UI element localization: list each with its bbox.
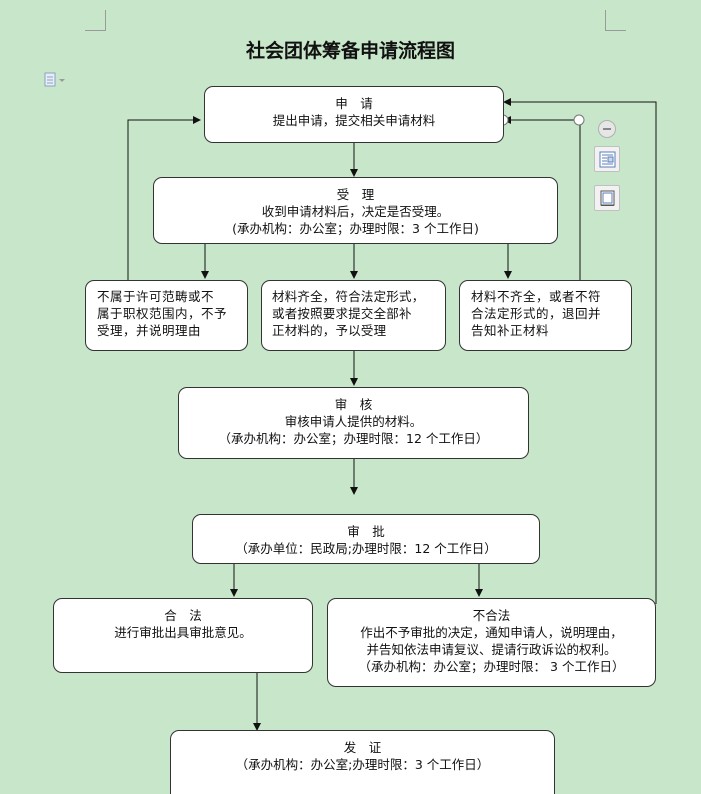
- node-text: 进行审批出具审批意见。: [114, 625, 252, 640]
- node-incomplete[interactable]: 材料不齐全，或者不符 合法定形式的，退回并 告知补正材料: [459, 280, 632, 351]
- node-text-line: 作出不予审批的决定，通知申请人，说明理由，: [360, 625, 623, 640]
- node-heading: 申 请: [335, 96, 373, 111]
- node-text-line: 材料不齐全，或者不符: [471, 289, 602, 304]
- node-text-line: 并告知依法申请复议、提请行政诉讼的权利。: [366, 642, 617, 657]
- node-note: （承办机构：办公室；办理时限：12 个工作日）: [218, 431, 489, 446]
- node-text-line: 材料齐全，符合法定形式，: [272, 289, 425, 304]
- node-note: （承办机构：办公室;办理时限：3 个工作日）: [235, 757, 490, 772]
- minus-circle-icon[interactable]: [598, 120, 616, 138]
- page-corner-mark-top-left: [85, 10, 106, 31]
- node-text-line: 正材料的，予以受理: [272, 323, 387, 338]
- node-certificate[interactable]: 发 证 （承办机构：办公室;办理时限：3 个工作日）: [170, 730, 555, 794]
- node-text-line: 受理，并说明理由: [97, 323, 202, 338]
- node-approve[interactable]: 审 批 （承办单位：民政局;办理时限：12 个工作日）: [192, 514, 540, 564]
- node-reject-scope[interactable]: 不属于许可范畴或不 属于职权范围内，不予 受理，并说明理由: [85, 280, 248, 351]
- layout-options-icon[interactable]: [594, 146, 620, 172]
- connector-handle: [573, 114, 585, 126]
- node-heading: 审 批: [347, 524, 385, 539]
- node-review[interactable]: 审 核 审核申请人提供的材料。 （承办机构：办公室；办理时限：12 个工作日）: [178, 387, 529, 459]
- node-text-line: 合法定形式的，退回并: [471, 306, 602, 321]
- node-illegal[interactable]: 不合法 作出不予审批的决定，通知申请人，说明理由， 并告知依法申请复议、提请行政…: [327, 598, 656, 687]
- node-text-line: 属于职权范围内，不予: [97, 306, 228, 321]
- node-text-line: 不属于许可范畴或不: [97, 289, 215, 304]
- node-text-line: 告知补正材料: [471, 323, 550, 338]
- node-accepted[interactable]: 材料齐全，符合法定形式， 或者按照要求提交全部补 正材料的，予以受理: [261, 280, 446, 351]
- document-icon[interactable]: [44, 72, 66, 88]
- node-text: 收到申请材料后，决定是否受理。: [261, 204, 450, 219]
- node-apply[interactable]: 申 请 提出申请，提交相关申请材料: [204, 86, 504, 143]
- node-note: （承办单位：民政局;办理时限：12 个工作日）: [235, 541, 497, 556]
- node-note: （承办机构：办公室；办理时限： 3 个工作日）: [358, 659, 625, 674]
- node-text-line: 或者按照要求提交全部补: [272, 306, 412, 321]
- node-heading: 不合法: [472, 608, 511, 623]
- page-corner-mark-top-right: [605, 10, 626, 31]
- node-legal[interactable]: 合 法 进行审批出具审批意见。: [53, 598, 313, 673]
- node-text: 提出申请，提交相关申请材料: [272, 113, 436, 128]
- node-heading: 审 核: [334, 397, 373, 412]
- full-page-frame-icon[interactable]: [594, 185, 620, 211]
- node-accept[interactable]: 受 理 收到申请材料后，决定是否受理。 (承办机构：办公室；办理时限：3 个工作…: [153, 177, 558, 244]
- node-heading: 受 理: [336, 187, 375, 202]
- node-text: 审核申请人提供的材料。: [284, 414, 423, 429]
- page-title: 社会团体筹备申请流程图: [245, 40, 455, 62]
- node-note: (承办机构：办公室；办理时限：3 个工作日): [232, 221, 479, 236]
- node-heading: 发 证: [343, 740, 382, 755]
- node-heading: 合 法: [164, 608, 202, 623]
